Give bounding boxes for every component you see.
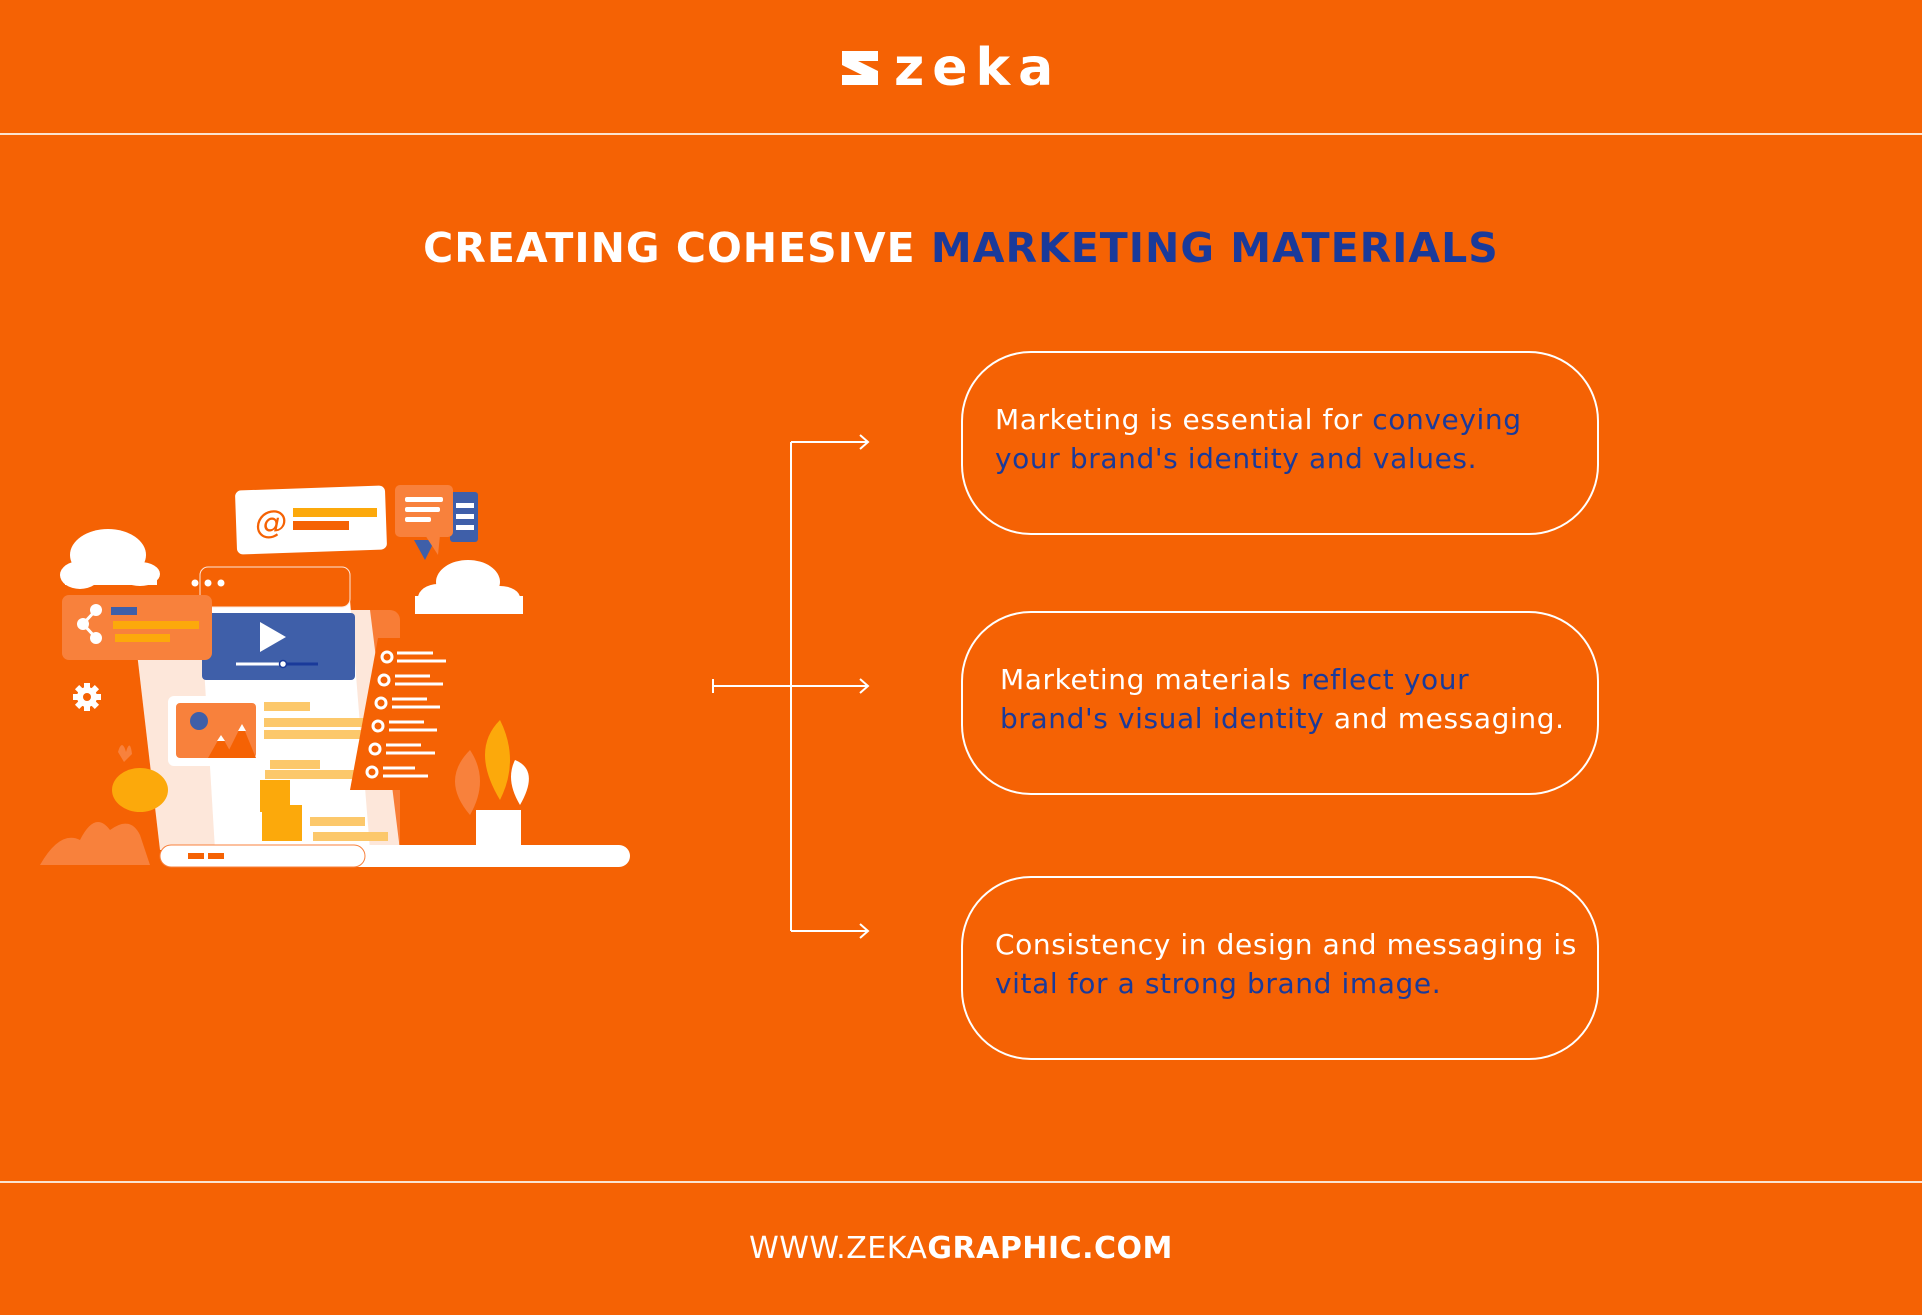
- info-card-1: Marketing is essential for conveying you…: [961, 351, 1599, 535]
- info-card-2: Marketing materials reflect your brand's…: [961, 611, 1599, 795]
- info-card-3: Consistency in design and messaging is v…: [961, 876, 1599, 1060]
- card-text-highlight: vital for a strong brand image.: [995, 967, 1442, 1000]
- card-text-plain: Consistency in design and messaging is: [995, 928, 1577, 961]
- card-text-highlight: reflect your brand's visual identity: [1000, 663, 1470, 735]
- footer-divider: [0, 1181, 1922, 1183]
- footer-url[interactable]: WWW.ZEKAGRAPHIC.COM: [0, 1230, 1922, 1268]
- card-text: Marketing is essential for conveying you…: [995, 400, 1579, 478]
- title-part-2: MARKETING MATERIALS: [930, 224, 1499, 272]
- email-at-icon: [235, 485, 387, 555]
- footer-url-bold: GRAPHIC.COM: [927, 1231, 1173, 1266]
- card-text-plain: Marketing is essential for: [995, 403, 1373, 436]
- card-text-plain: and messaging.: [1324, 702, 1565, 735]
- footer-url-light: WWW.ZEKA: [749, 1231, 928, 1266]
- card-text: Marketing materials reflect your brand's…: [1000, 660, 1579, 738]
- checklist-icon: [350, 638, 446, 790]
- brand-name: zeka: [894, 38, 1062, 98]
- cloud-icon: [60, 529, 160, 589]
- plant-icon: [455, 720, 529, 845]
- card-text-highlight: conveying your brand's identity and valu…: [995, 403, 1522, 475]
- svg-text:@: @: [255, 503, 287, 541]
- page-title: CREATING COHESIVE MARKETING MATERIALS: [0, 222, 1922, 274]
- card-text-plain: Marketing materials: [1000, 663, 1301, 696]
- zeka-logo-mark-icon: [842, 51, 878, 85]
- gear-icon: [73, 683, 101, 711]
- title-part-1: CREATING COHESIVE: [423, 224, 931, 272]
- video-play-icon: [202, 613, 355, 680]
- digital-marketing-laptop-illustration: @: [40, 485, 630, 868]
- connector-arrows: [712, 434, 870, 939]
- chat-bubble-icon: [395, 485, 478, 560]
- cloud-icon: [415, 560, 523, 614]
- brand-logo: zeka: [840, 38, 1080, 98]
- card-text: Consistency in design and messaging is v…: [995, 925, 1579, 1003]
- header-divider: [0, 133, 1922, 135]
